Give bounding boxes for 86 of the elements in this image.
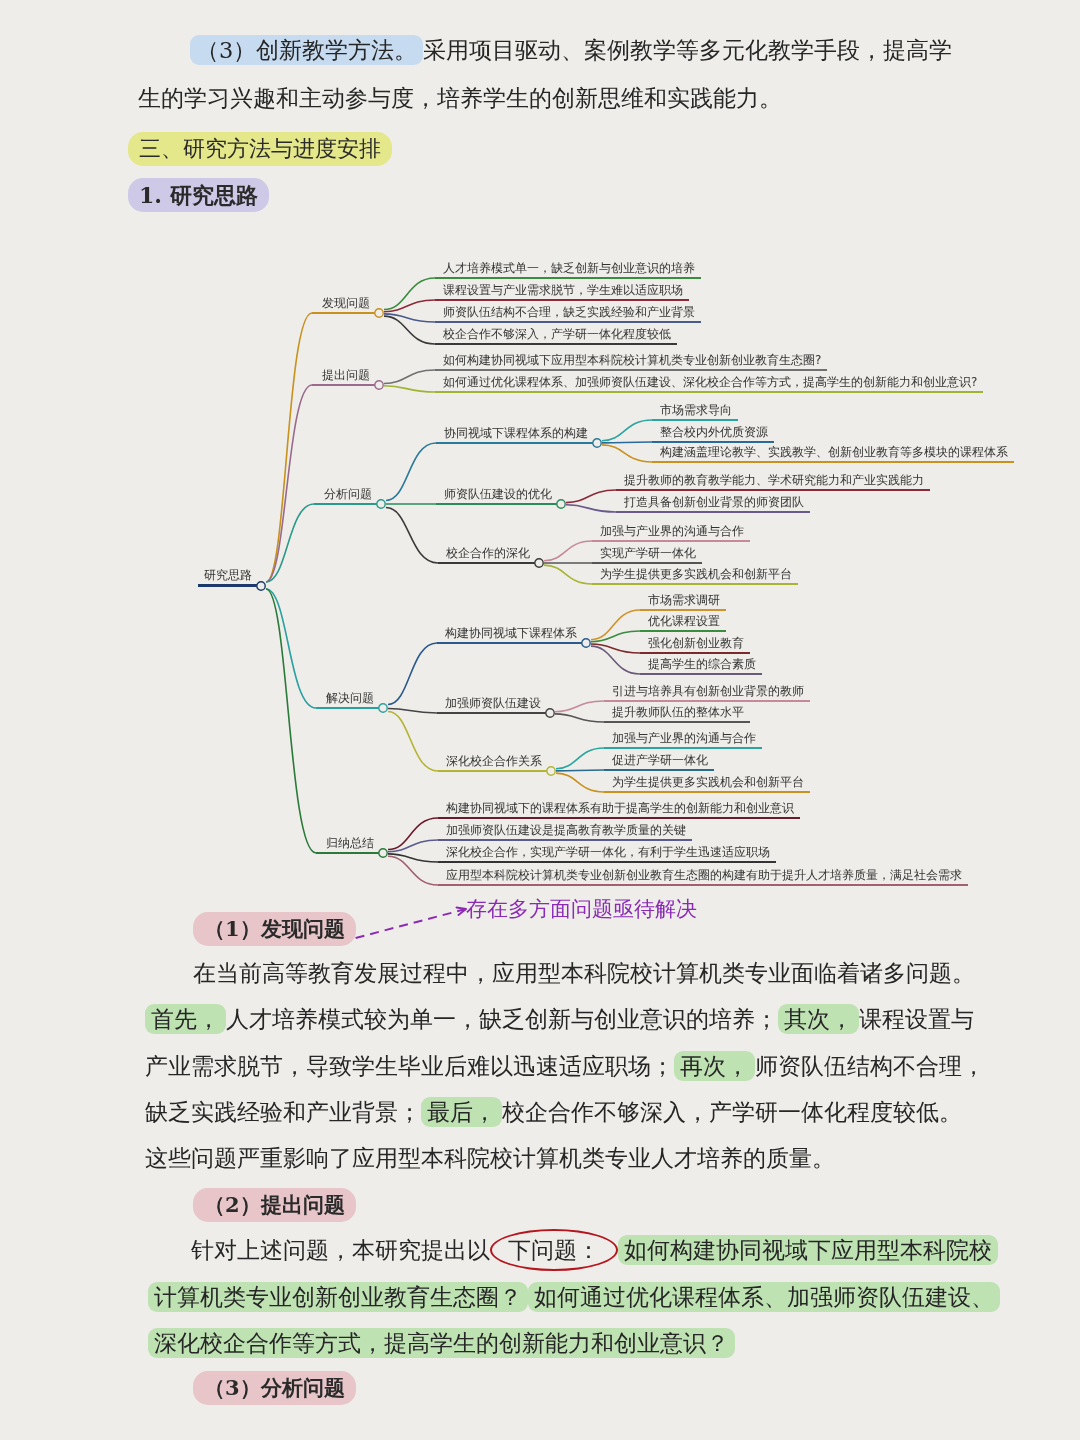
mind-map-topic: 强化创新创业教育 bbox=[640, 636, 750, 654]
section-heading: （2）提出问题 bbox=[193, 1188, 356, 1222]
mind-map-topic: 市场需求导向 bbox=[652, 403, 738, 421]
branch-line bbox=[387, 855, 439, 886]
mind-map-topic: 打造具备创新创业背景的师资团队 bbox=[616, 495, 810, 513]
branch-line bbox=[383, 315, 436, 345]
branch-line bbox=[543, 540, 593, 562]
mind-map-topic: 如何通过优化课程体系、加强师资队伍建设、深化校企合作等方式，提高学生的创新能力和创业意识? bbox=[435, 375, 984, 393]
branch-line bbox=[265, 588, 317, 854]
topic-text: 研究思路 bbox=[204, 568, 252, 582]
branch-line bbox=[265, 588, 317, 709]
mind-map-topic: 为学生提供更多实践机会和创新平台 bbox=[604, 775, 810, 793]
mind-map-topic: 市场需求调研 bbox=[640, 593, 726, 611]
branch-line bbox=[387, 853, 439, 863]
branch-line bbox=[590, 609, 641, 641]
topic-text: 师资队伍建设的优化 bbox=[444, 487, 552, 501]
branch-line bbox=[590, 645, 641, 675]
mind-map-topic: 实现产学研一体化 bbox=[592, 546, 702, 564]
topic-text: 分析问题 bbox=[324, 487, 372, 501]
branch-line bbox=[265, 312, 313, 583]
mind-map-topic: 加强与产业界的沟通与合作 bbox=[604, 731, 762, 749]
mind-map-topic: 为学生提供更多实践机会和创新平台 bbox=[592, 567, 798, 585]
paragraph: （3）创新教学方法。采用项目驱动、案例教学等多元化教学手段，提高学生的学习兴趣和主动参与度，培养学生的创新思维和实践能力。 bbox=[138, 34, 953, 113]
mind-map-topic: 加强与产业界的沟通与合作 bbox=[592, 524, 750, 542]
mind-map-topic: 加强师资队伍建设是提高教育教学质量的关键 bbox=[438, 823, 692, 841]
branch-line bbox=[387, 710, 439, 772]
mind-map-topic: 提升教师的教育教学能力、学术研究能力和产业实践能力 bbox=[616, 473, 930, 491]
topic-text: 加强师资队伍建设 bbox=[445, 696, 541, 710]
topic-text: 深化校企合作关系 bbox=[446, 754, 542, 768]
mind-map-topic: 校企合作不够深入，产学研一体化程度较低 bbox=[435, 327, 677, 345]
mind-map-topic: 构建协同视域下的课程体系有助于提高学生的创新能力和创业意识 bbox=[438, 801, 800, 819]
mind-map-topic: 构建涵盖理论教学、实践教学、创新创业教育等多模块的课程体系 bbox=[652, 445, 1014, 463]
paragraph: 在当前高等教育发展过程中，应用型本科院校计算机类专业面临着诸多问题。首先，人才培养模式较为单一，缺乏创新与创业意识的培养；其次，课程设置与产业需求脱节，导致学生毕业后难以迅速适应职场；再次，师资队伍结构不合理，缺乏实践经验和产业背景；最后，校企合作不够深入，产学研一体化程度较低。这些问题严重影响了应用型本科院校计算机类专业人才培养的质量。 bbox=[145, 959, 985, 1174]
section-heading: 三、研究方法与进度安排 bbox=[128, 132, 392, 166]
topic-text: 发现问题 bbox=[322, 296, 370, 310]
branch-line bbox=[387, 642, 438, 706]
topic-text: 解决问题 bbox=[326, 691, 374, 705]
branch-line bbox=[383, 313, 436, 323]
branch-line bbox=[565, 489, 617, 504]
mind-map-topic: 如何构建协同视域下应用型本科院校计算机类专业创新创业教育生态圈? bbox=[435, 353, 828, 371]
branch-line bbox=[601, 419, 653, 442]
mind-map-topic: 深化校企合作，实现产学研一体化，有利于学生迅速适应职场 bbox=[438, 845, 776, 863]
section-heading: （3）分析问题 bbox=[193, 1371, 356, 1405]
section-heading: （1）发现问题 bbox=[193, 912, 356, 946]
topic-text: 校企合作的深化 bbox=[446, 546, 530, 560]
branch-line bbox=[387, 839, 439, 853]
topic-text: 协同视域下课程体系的构建 bbox=[444, 426, 588, 440]
mind-map-topic: 引进与培养具有创新创业背景的教师 bbox=[604, 684, 810, 702]
mind-map-topic: 优化课程设置 bbox=[640, 614, 726, 632]
dashed-arrow bbox=[354, 906, 467, 939]
branch-line bbox=[543, 564, 593, 585]
branch-line bbox=[385, 442, 437, 502]
topic-text: 构建协同视域下课程体系 bbox=[445, 626, 577, 640]
branch-line bbox=[383, 277, 436, 311]
branch-line bbox=[565, 504, 617, 513]
topic-text: 提出问题 bbox=[322, 368, 370, 382]
topic-text: 归纳总结 bbox=[326, 836, 374, 850]
mind-map-topic: 课程设置与产业需求脱节，学生难以适应职场 bbox=[435, 283, 689, 301]
mind-map-topic: 整合校内外优质资源 bbox=[652, 425, 774, 443]
mind-map-topic: 师资队伍结构不合理，缺乏实践经验和产业背景 bbox=[435, 305, 701, 323]
branch-line bbox=[383, 299, 436, 313]
section-heading: 1. 研究思路 bbox=[128, 178, 269, 212]
branch-line bbox=[387, 707, 438, 714]
mind-map-topic: 促进产学研一体化 bbox=[604, 753, 714, 771]
annotation-text: 存在多方面问题亟待解决 bbox=[466, 896, 697, 922]
branch-line bbox=[555, 769, 605, 772]
mind-map-topic: 应用型本科院校计算机类专业创新创业教育生态圈的构建有助于提升人才培养质量，满足社会需求 bbox=[438, 868, 968, 886]
branch-line bbox=[590, 630, 641, 643]
branch-line bbox=[554, 700, 605, 713]
branch-line bbox=[554, 713, 605, 723]
branch-line bbox=[385, 503, 437, 505]
branch-line bbox=[601, 444, 653, 463]
mind-map-topic: 提升教师队伍的整体水平 bbox=[604, 705, 750, 723]
branch-line bbox=[601, 441, 653, 444]
mind-map-topic: 人才培养模式单一，缺乏创新与创业意识的培养 bbox=[435, 261, 701, 279]
branch-line bbox=[265, 503, 315, 583]
branch-line bbox=[385, 506, 439, 564]
branch-line bbox=[555, 747, 605, 770]
branch-line bbox=[265, 384, 313, 583]
branch-line bbox=[590, 643, 641, 654]
branch-line bbox=[387, 817, 439, 851]
branch-line bbox=[543, 562, 593, 564]
branch-line bbox=[383, 384, 436, 393]
branch-line bbox=[555, 772, 605, 793]
mind-map-topic: 提高学生的综合素质 bbox=[640, 657, 762, 675]
branch-line bbox=[383, 369, 436, 385]
